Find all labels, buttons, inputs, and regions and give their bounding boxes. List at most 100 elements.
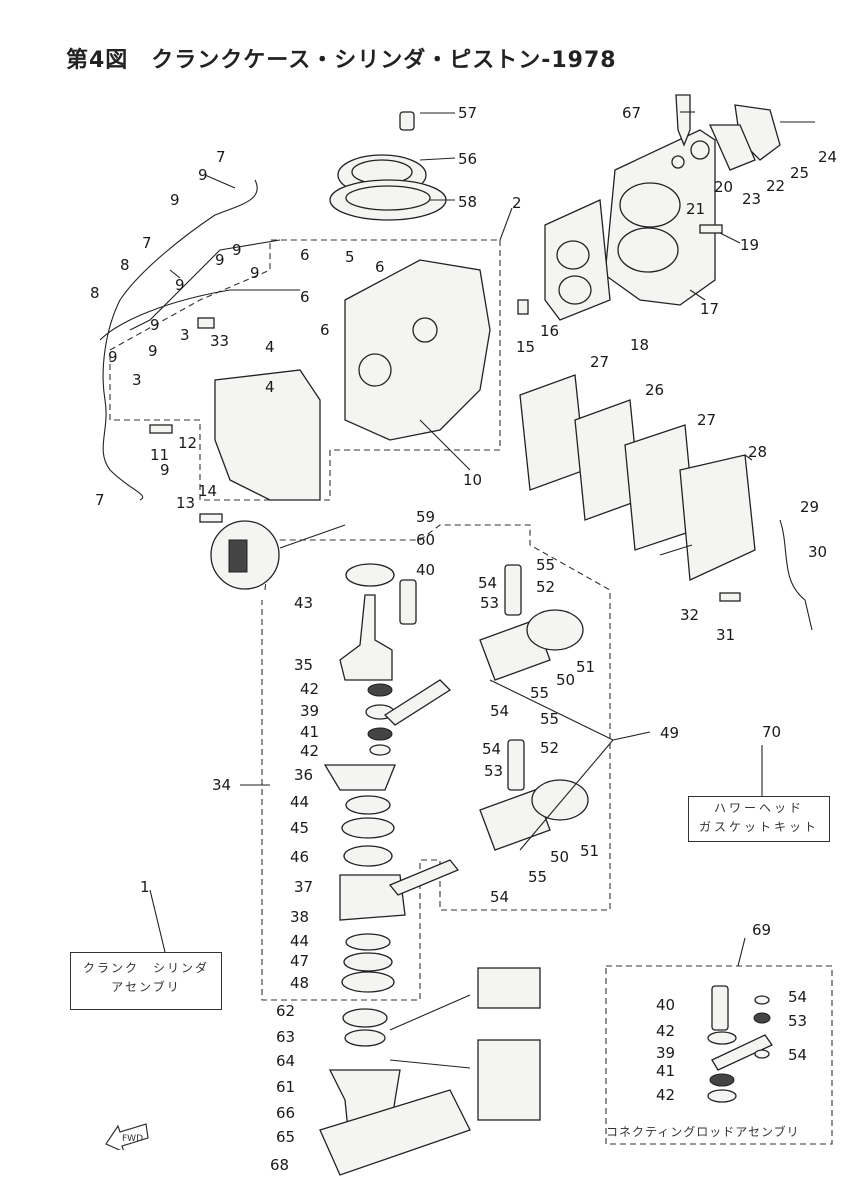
part-number-44: 44 <box>290 793 309 811</box>
part-number-30: 30 <box>808 543 827 561</box>
part-number-54: 54 <box>482 740 501 758</box>
part-number-6: 6 <box>300 288 310 306</box>
bearing-part <box>343 952 393 972</box>
part-number-9: 9 <box>232 241 242 259</box>
part-number-15: 15 <box>516 338 535 356</box>
bolt-part <box>149 424 173 434</box>
part-number-44: 44 <box>290 932 309 950</box>
seal-detail-callout <box>477 1039 541 1121</box>
part-number-41: 41 <box>656 1062 675 1080</box>
part-number-23: 23 <box>742 190 761 208</box>
exhaust-cover-part <box>679 454 756 581</box>
part-number-26: 26 <box>645 381 664 399</box>
bearing-part <box>343 845 393 867</box>
part-number-4: 4 <box>265 338 275 356</box>
part-number-39: 39 <box>656 1044 675 1062</box>
part-number-3: 3 <box>180 326 190 344</box>
part-number-9: 9 <box>108 348 118 366</box>
kit-washer-part <box>707 1031 737 1045</box>
part-number-54: 54 <box>788 1046 807 1064</box>
part-number-9: 9 <box>198 166 208 184</box>
part-number-51: 51 <box>576 658 595 676</box>
part-number-55: 55 <box>530 684 549 702</box>
connecting-rod-assembly-label: コネクティングロッドアセンブリ <box>606 1125 800 1139</box>
part-number-37: 37 <box>294 878 313 896</box>
part-number-9: 9 <box>148 342 158 360</box>
part-number-53: 53 <box>484 762 503 780</box>
kit-label-line: ガスケットキット <box>698 820 819 834</box>
part-number-27: 27 <box>697 411 716 429</box>
part-number-33: 33 <box>210 332 229 350</box>
kit-needle-bearing-part <box>753 1012 771 1024</box>
needle-bearing-part <box>367 683 393 697</box>
part-number-55: 55 <box>536 556 555 574</box>
part-number-6: 6 <box>300 246 310 264</box>
part-number-20: 20 <box>714 178 733 196</box>
gasket-hole <box>556 240 590 270</box>
bearing-part <box>345 563 395 587</box>
part-number-58: 58 <box>458 193 477 211</box>
part-number-29: 29 <box>800 498 819 516</box>
part-number-40: 40 <box>416 561 435 579</box>
part-number-47: 47 <box>290 952 309 970</box>
hose-part <box>779 519 813 631</box>
crankshaft-upper-part <box>339 594 393 681</box>
part-number-13: 13 <box>176 494 195 512</box>
part-number-53: 53 <box>788 1012 807 1030</box>
part-number-12: 12 <box>178 434 197 452</box>
kit-needle-bearing-part <box>709 1073 735 1087</box>
part-number-42: 42 <box>656 1086 675 1104</box>
part-number-labels: 1 2 3 3 4 4 5 6 6 6 6 7 7 7 8 8 9 9 9 9 … <box>90 104 837 1174</box>
part-number-7: 7 <box>95 491 105 509</box>
page-title: 第4図 クランクケース・シリンダ・ピストン-1978 <box>66 48 617 73</box>
part-number-65: 65 <box>276 1128 295 1146</box>
spark-plug-part <box>675 94 691 147</box>
part-number-9: 9 <box>250 264 260 282</box>
kit-label-line: クランク シリンダ <box>82 961 209 975</box>
part-number-42: 42 <box>300 680 319 698</box>
part-number-57: 57 <box>458 104 477 122</box>
part-number-62: 62 <box>276 1002 295 1020</box>
hose-part <box>129 239 281 331</box>
part-number-64: 64 <box>276 1052 295 1070</box>
part-number-60: 60 <box>416 531 435 549</box>
crank-cylinder-assembly-label: クランク シリンダ アセンブリ <box>70 952 222 1010</box>
screw-part <box>399 111 415 131</box>
connecting-rod-part <box>388 859 460 896</box>
part-number-4: 4 <box>265 378 275 396</box>
crankshaft-group-outline <box>261 524 611 1001</box>
part-number-9: 9 <box>150 316 160 334</box>
conrod-kit-outline <box>605 965 833 1145</box>
part-number-50: 50 <box>550 848 569 866</box>
fwd-label: FWD <box>122 1134 143 1144</box>
oil-seal-part <box>342 1008 388 1028</box>
crankshaft-lower-part <box>339 874 406 921</box>
kit-washer-part <box>754 1049 770 1059</box>
kit-connecting-rod-part <box>711 1034 773 1071</box>
part-number-9: 9 <box>215 251 225 269</box>
part-number-56: 56 <box>458 150 477 168</box>
bearing-part <box>341 817 395 839</box>
part-number-70: 70 <box>762 723 781 741</box>
leader-lines <box>149 111 815 1069</box>
exhaust-gasket-part <box>519 374 586 491</box>
gasket-part <box>319 1089 471 1176</box>
part-number-18: 18 <box>630 336 649 354</box>
fwd-arrow-icon: FWD <box>105 1123 149 1150</box>
kit-label-line: ハワーヘッド <box>713 801 804 815</box>
part-number-54: 54 <box>490 702 509 720</box>
part-number-34: 34 <box>212 776 231 794</box>
part-number-54: 54 <box>788 988 807 1006</box>
bolt-part <box>199 513 223 523</box>
oil-seal-part <box>344 1029 386 1047</box>
part-number-42: 42 <box>300 742 319 760</box>
part-number-7: 7 <box>142 234 152 252</box>
part-number-45: 45 <box>290 819 309 837</box>
piston-rings-part <box>526 609 584 651</box>
crank-pin-part <box>399 579 417 625</box>
part-number-55: 55 <box>540 710 559 728</box>
power-head-gasket-kit-label: ハワーヘッド ガスケットキット <box>688 796 830 842</box>
needle-bearing-part <box>367 727 393 741</box>
cylinder-bore-lower <box>617 227 679 273</box>
part-number-3: 3 <box>132 371 142 389</box>
